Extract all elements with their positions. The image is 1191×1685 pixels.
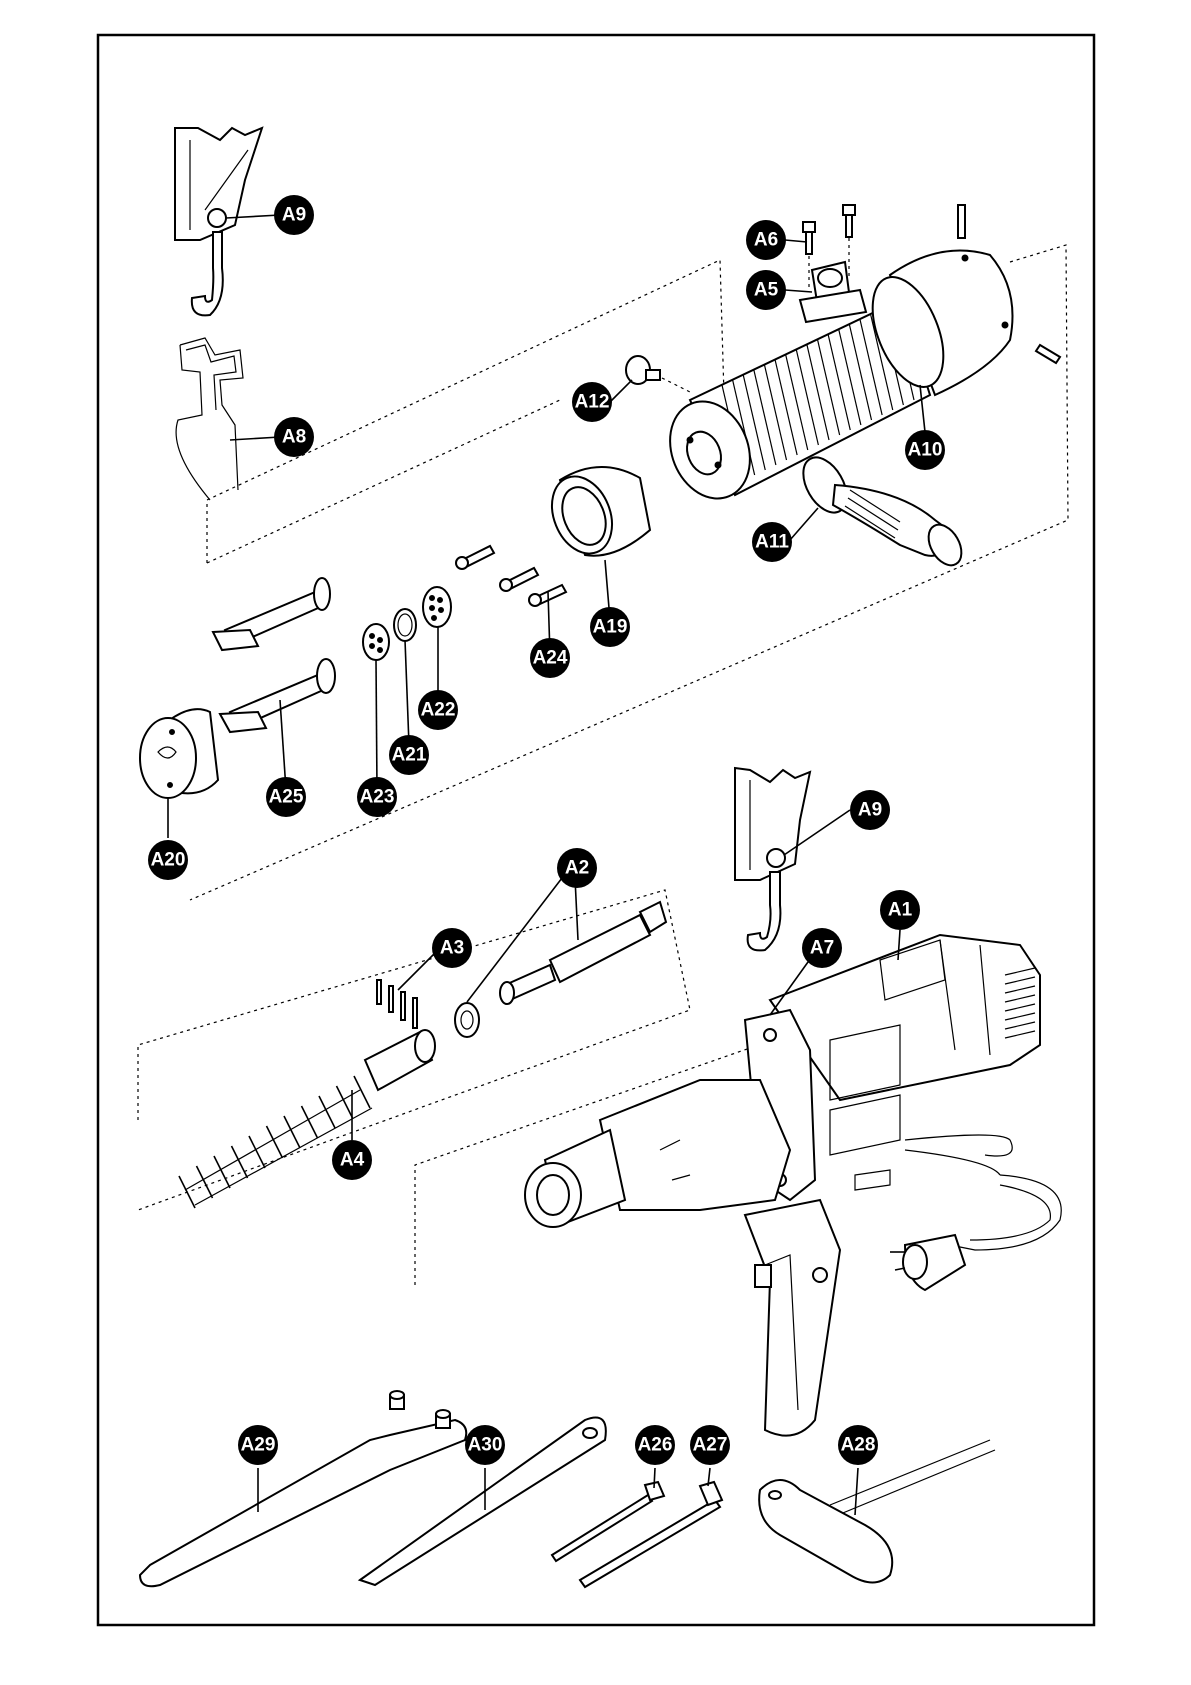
callout-a9-bottom: A9 [850,790,890,830]
small-screws [456,546,566,606]
hanger-hook-top [175,128,262,315]
callout-a12-label: A12 [575,392,610,413]
callout-a3-label: A3 [440,938,464,959]
spring-clip [176,338,243,500]
finned-housing [656,205,1060,511]
hanger-hook-bottom [735,768,810,950]
callout-a25-label: A25 [269,787,304,808]
callout-a4-label: A4 [340,1150,365,1171]
pins [377,980,417,1028]
callout-a2-label: A2 [565,858,589,879]
callout-a5: A5 [746,270,786,310]
nozzle-sleeves [213,578,335,732]
callout-a10: A10 [905,430,945,470]
callout-a25: A25 [266,777,306,817]
callout-a30-label: A30 [468,1435,503,1456]
callout-a19-label: A19 [593,617,628,638]
callout-a21: A21 [389,735,429,775]
callout-a6: A6 [746,220,786,260]
callout-a27-label: A27 [693,1435,728,1456]
callout-a23: A23 [357,777,397,817]
callout-a8: A8 [274,417,314,457]
callout-a1: A1 [880,890,920,930]
t-handle-key [759,1440,995,1583]
callout-a9-top-label: A9 [282,205,306,226]
callout-a27: A27 [690,1425,730,1465]
drive-shaft [455,902,666,1037]
callout-a11: A11 [752,522,792,562]
callout-a4: A4 [332,1140,372,1180]
callout-a7: A7 [802,928,842,968]
callout-a24-label: A24 [533,648,568,669]
callout-a23-label: A23 [360,787,395,808]
callout-a30: A30 [465,1425,505,1465]
callout-a8-label: A8 [282,427,306,448]
callout-a10-label: A10 [908,440,943,461]
callout-a9-bottom-label: A9 [858,800,882,821]
callout-a5-label: A5 [754,280,779,301]
callout-a20: A20 [148,840,188,880]
callout-a9-top: A9 [274,195,314,235]
callout-a28: A28 [838,1425,878,1465]
callout-a29: A29 [238,1425,278,1465]
callout-a21-label: A21 [392,745,427,766]
callout-a19: A19 [590,607,630,647]
callout-a26: A26 [635,1425,675,1465]
callout-a12: A12 [572,382,612,422]
callout-a2: A2 [557,848,597,888]
callout-a22-label: A22 [421,700,456,721]
nozzle-plate [140,709,218,798]
auger-flight [179,1176,195,1208]
callout-a3: A3 [432,928,472,968]
callout-a7-label: A7 [810,938,834,959]
callout-a11-label: A11 [755,532,789,553]
callout-a28-label: A28 [841,1435,876,1456]
auger-screw [179,1030,435,1208]
callout-a22: A22 [418,690,458,730]
side-handle [794,450,968,571]
knob-screw [626,356,690,392]
callout-a26-label: A26 [638,1435,673,1456]
callout-a20-label: A20 [151,850,186,871]
threaded-ring [541,467,650,563]
power-tool-body [525,935,1061,1436]
callout-a29-label: A29 [241,1435,276,1456]
callout-a24: A24 [530,638,570,678]
callout-a6-label: A6 [754,230,778,251]
callout-a1-label: A1 [888,900,913,921]
